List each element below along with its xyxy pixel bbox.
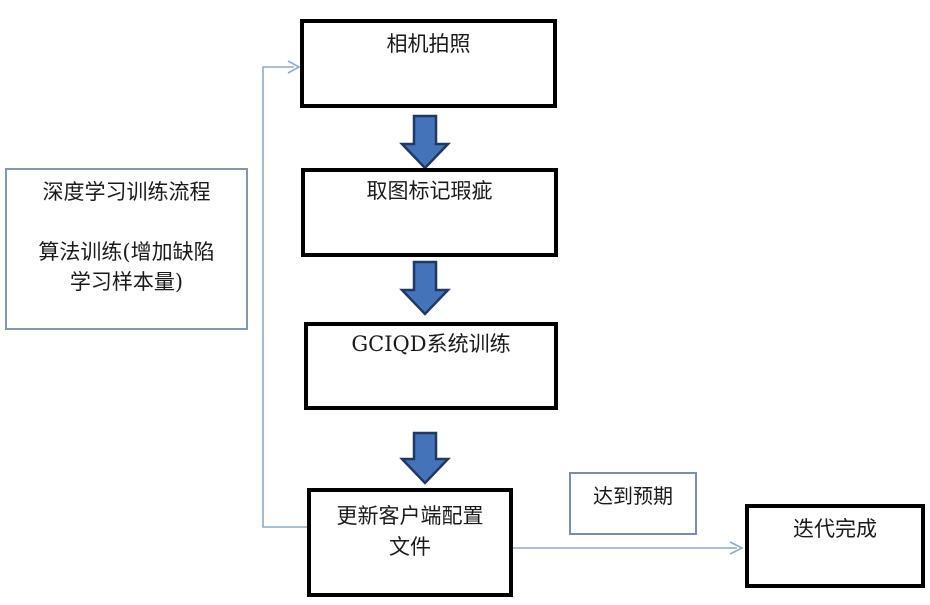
expectation-connector-arrowhead-icon xyxy=(729,541,744,555)
node-update-client-config-label-line1: 更新客户端配置 xyxy=(336,504,484,528)
edge-label-expectation-met: 达到预期 xyxy=(569,472,697,535)
node-gciqd-training-label: GCIQD系统训练 xyxy=(351,332,511,356)
node-mark-defects-label: 取图标记瑕疵 xyxy=(366,179,493,203)
down-block-arrow-3-icon xyxy=(399,431,451,485)
node-camera-capture-label: 相机拍照 xyxy=(386,32,471,56)
node-iteration-complete: 迭代完成 xyxy=(745,504,925,588)
side-note-line1: 深度学习训练流程 xyxy=(42,180,211,204)
node-gciqd-training: GCIQD系统训练 xyxy=(304,322,558,410)
feedback-connector-arrowhead-icon xyxy=(287,60,301,74)
node-update-client-config: 更新客户端配置 文件 xyxy=(307,488,513,597)
node-update-client-config-label-line2: 文件 xyxy=(389,535,431,559)
side-note-line3: 学习样本量) xyxy=(69,270,184,294)
side-note-line2: 算法训练(增加缺陷 xyxy=(38,240,215,264)
node-iteration-complete-label: 迭代完成 xyxy=(793,517,877,541)
side-note-spacer xyxy=(7,207,246,237)
node-mark-defects: 取图标记瑕疵 xyxy=(301,168,558,257)
edge-label-expectation-met-text: 达到预期 xyxy=(593,484,673,508)
node-camera-capture: 相机拍照 xyxy=(300,19,557,108)
down-block-arrow-2-icon xyxy=(399,260,451,316)
down-block-arrow-1-icon xyxy=(399,114,451,170)
feedback-connector-line xyxy=(262,66,307,528)
side-note-box: 深度学习训练流程 算法训练(增加缺陷 学习样本量) xyxy=(5,168,248,330)
